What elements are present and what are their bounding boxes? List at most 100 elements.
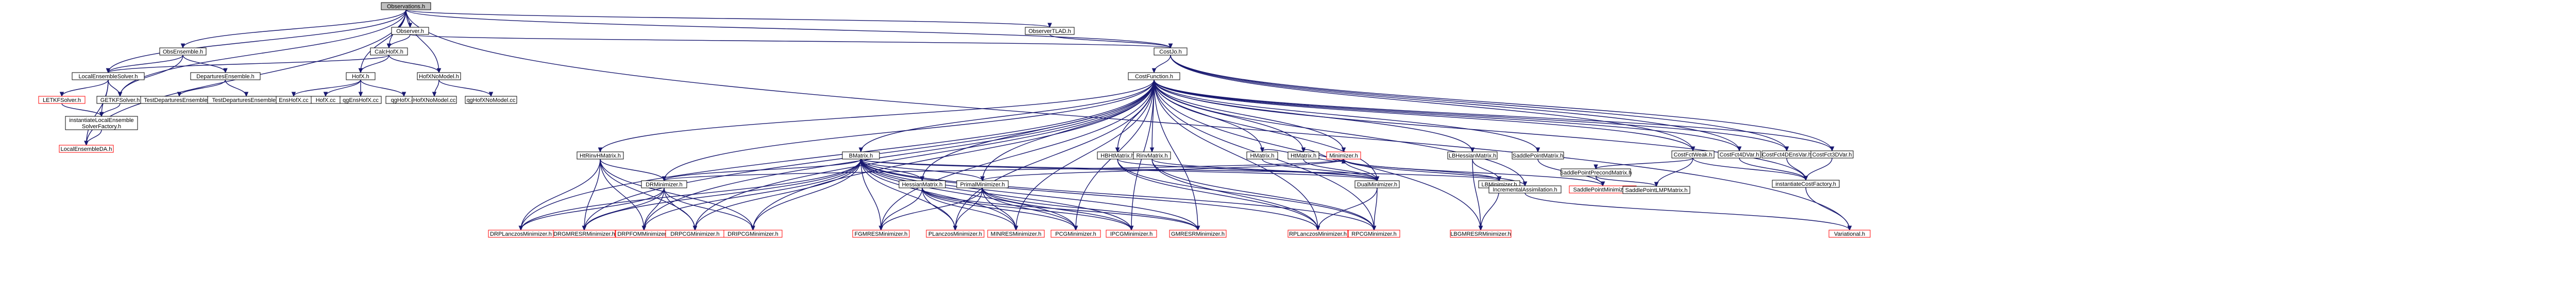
arrowhead-hofx-to-hofx_cc [323,92,328,97]
node-drgmresr[interactable]: DRGMRESRMinimizer.h [553,230,616,238]
node-dual-minimizer[interactable]: DualMinimizer.h [1354,180,1400,188]
node-obs-ensemble[interactable]: ObsEnsemble.h [159,47,207,56]
node-saddle-point-precond[interactable]: SaddlePointPrecondMatrix.h [1560,168,1632,177]
edge-ht_matrix-to-minimizer [1303,149,1344,162]
arrowhead-cost_fct_weak-to-saddle_point_precond [1594,164,1598,170]
edge-obs_ensemble-to-local_ens_solver [108,55,183,73]
node-b-matrix[interactable]: BMatrix.h [842,151,880,160]
node-lbi-matrix[interactable]: LBHessianMatrix.h [1447,151,1498,160]
node-instantiate-cost-factory[interactable]: instantiateCostFactory.h [1772,180,1840,188]
node-incremental-assimilation[interactable]: IncrementalAssimilation.h [1488,185,1562,194]
node-box [190,72,261,80]
node-local-ensemble-da[interactable]: LocalEnsembleDA.h [59,145,114,153]
node-ens-hofx-cc[interactable]: EnsHofX.cc [276,96,312,104]
node-label: HofX.h [352,74,369,80]
node-hessian-matrix[interactable]: HessianMatrix.h [899,180,946,188]
node-test-departures-ensemble[interactable]: TestDeparturesEnsemble.cc [140,96,218,104]
arrowhead-drminimizer-to-drpcg [692,225,698,231]
node-qg-hofx-nomodel-cc[interactable]: qgHofXNoModel.cc [465,96,517,104]
node-cost-fct-4dvar[interactable]: CostFct4DVar.h [1718,150,1761,159]
node-gmresr[interactable]: GMRESRMinimizer.h [1169,230,1227,238]
node-rpcg[interactable]: RPCGMinimizer.h [1348,230,1400,238]
edge-hbh_matrix-to-rplanczos [1117,159,1318,231]
node-hofx-nomodel-cc[interactable]: HofXNoModel.cc [412,96,457,104]
node-observations[interactable]: Observations.h [381,2,431,10]
node-cost-function[interactable]: CostFunction.h [1128,72,1180,80]
edge-primal_minimizer-to-pcg [982,187,1076,231]
edge-lbi_matrix-to-lbgmresr [1472,159,1481,231]
edge-b_matrix-to-planczos [860,159,956,231]
edge-local_ens_solver-to-local_ensemble_da [86,79,109,146]
arrowhead-hofx-to-qg_ens_hofx_cc [358,92,363,97]
node-letkf-solver[interactable]: LETKFSolver.h [38,96,86,104]
node-lbgmresr[interactable]: LBGMRESRMinimizer.h [1450,230,1512,238]
arrowhead-obs_ensemble-to-departures_ensemble [223,68,228,74]
edge-cost_fct_weak-to-saddle_point_precond [1595,158,1693,169]
arrowhead-local_ens_solver-to-letkf_solver [59,92,64,97]
node-hofx-nomodel[interactable]: HofXNoModel.h [417,72,461,80]
arrowhead-departures_ensemble-to-test_departures_ensemble_h [244,92,249,97]
node-saddle-point-matrix[interactable]: SaddlePointMatrix.h [1512,151,1564,160]
node-test-departures-ensemble-h[interactable]: TestDeparturesEnsemble.h [207,96,285,104]
node-saddle-point-lmp[interactable]: SaddlePointLMPMatrix.h [1622,186,1690,194]
node-cost-fct-weak[interactable]: CostFctWeak.h [1671,150,1715,159]
arrowhead-hofx-to-ens_hofx_cc [291,92,296,97]
arrowhead-cost_fct_weak-to-saddle_point_lmp [1654,182,1659,187]
node-drpfom[interactable]: DRPFOMMinimizer.h [615,230,673,238]
node-planczos[interactable]: PLanczosMinimizer.h [926,230,985,238]
node-drplanczos[interactable]: DRPLanczosMinimizer.h [488,230,554,238]
node-hofx-cc[interactable]: HofX.cc [311,96,341,104]
node-fgmresr[interactable]: FGMRESMinimizer.h [852,230,910,238]
node-label: HMatrix.h [1250,153,1274,159]
edge-hr_inverse_matrix-to-drminimizer [600,159,665,181]
edge-cost_function-to-drpcg [694,79,1155,231]
node-observer[interactable]: Observer.h [391,27,429,35]
node-hr-inverse-matrix[interactable]: HtRinvHMatrix.h [577,151,624,160]
node-cost-jo[interactable]: CostJo.h [1154,47,1188,56]
node-rplanczos[interactable]: RPLanczosMinimizer.h [1287,230,1348,238]
node-ipcg[interactable]: IPCGMinimizer.h [1106,230,1157,238]
node-observer-tlad[interactable]: ObserverTLAD.h [1025,27,1075,35]
node-box [1169,230,1227,238]
edge-minimizer-to-primal_minimizer [982,159,1344,181]
arrowhead-cost_function-to-h_matrix [1260,147,1265,153]
node-calc-hofx[interactable]: CalcHofX.h [370,47,408,56]
node-primal-minimizer[interactable]: PrimalMinimizer.h [956,180,1009,188]
node-qg-ens-hofx-cc[interactable]: qgEnsHofX.cc [340,96,382,104]
edge-cost_jo-to-cost_fct_3dvar [1170,55,1833,151]
node-box [723,230,783,238]
node-cost-fct-3dvar[interactable]: CostFct3DVar.h [1810,150,1854,159]
node-minimizer[interactable]: Minimizer.h [1326,151,1361,160]
edge-observations-to-local_ens_solver [108,9,406,73]
node-variational[interactable]: Variational.h [1828,230,1871,238]
edge-primal_minimizer-to-minres [982,187,1016,231]
edge-observations-to-hofx_nomodel [405,9,439,73]
arrowhead-cost_function-to-cost_fct_4dvar [1737,146,1742,152]
edge-hr_inverse_matrix-to-drplanczos [520,159,601,231]
node-hofx[interactable]: HofX.h [346,72,376,80]
node-h-matrix[interactable]: HMatrix.h [1246,151,1278,160]
node-departures-ensemble[interactable]: DeparturesEnsemble.h [190,72,261,80]
node-minres[interactable]: MINRESMinimizer.h [987,230,1045,238]
node-hbh-matrix[interactable]: HBHtMatrix.h [1097,151,1138,160]
node-rinv-matrix[interactable]: RinvMatrix.h [1133,151,1171,160]
arrowhead-departures_ensemble-to-test_departures_ensemble [177,92,182,97]
node-box [417,72,461,80]
edge-hofx-to-hofx_cc [325,79,361,97]
edge-h_matrix-to-dual_minimizer [1262,159,1378,181]
node-getkf-solver[interactable]: GETKFSolver.h [96,96,144,104]
node-pcg[interactable]: PCGMinimizer.h [1050,230,1101,238]
node-local-ens-solver[interactable]: LocalEnsembleSolver.h [72,72,145,80]
node-label: Variational.h [1834,231,1865,237]
edge-cost_function-to-drminimizer [664,79,1155,181]
edge-observations-to-getkf_solver [120,9,406,97]
node-drpcg[interactable]: DRPCGMinimizer.h [665,230,725,238]
node-cost-fct-4densvar[interactable]: CostFct4DEnsVar.h [1761,150,1812,159]
node-drpcg-min[interactable]: DRIPCGMinimizer.h [723,230,783,238]
edge-cost_function-to-instantiate_cost_factory [1154,79,1806,181]
node-label: CostFct4DVar.h [1720,152,1759,158]
node-ht-matrix[interactable]: HtMatrix.h [1287,151,1319,160]
edge-hofx-to-qg_hofx_cc [360,79,404,97]
node-drminimizer[interactable]: DRMinimizer.h [641,180,687,188]
